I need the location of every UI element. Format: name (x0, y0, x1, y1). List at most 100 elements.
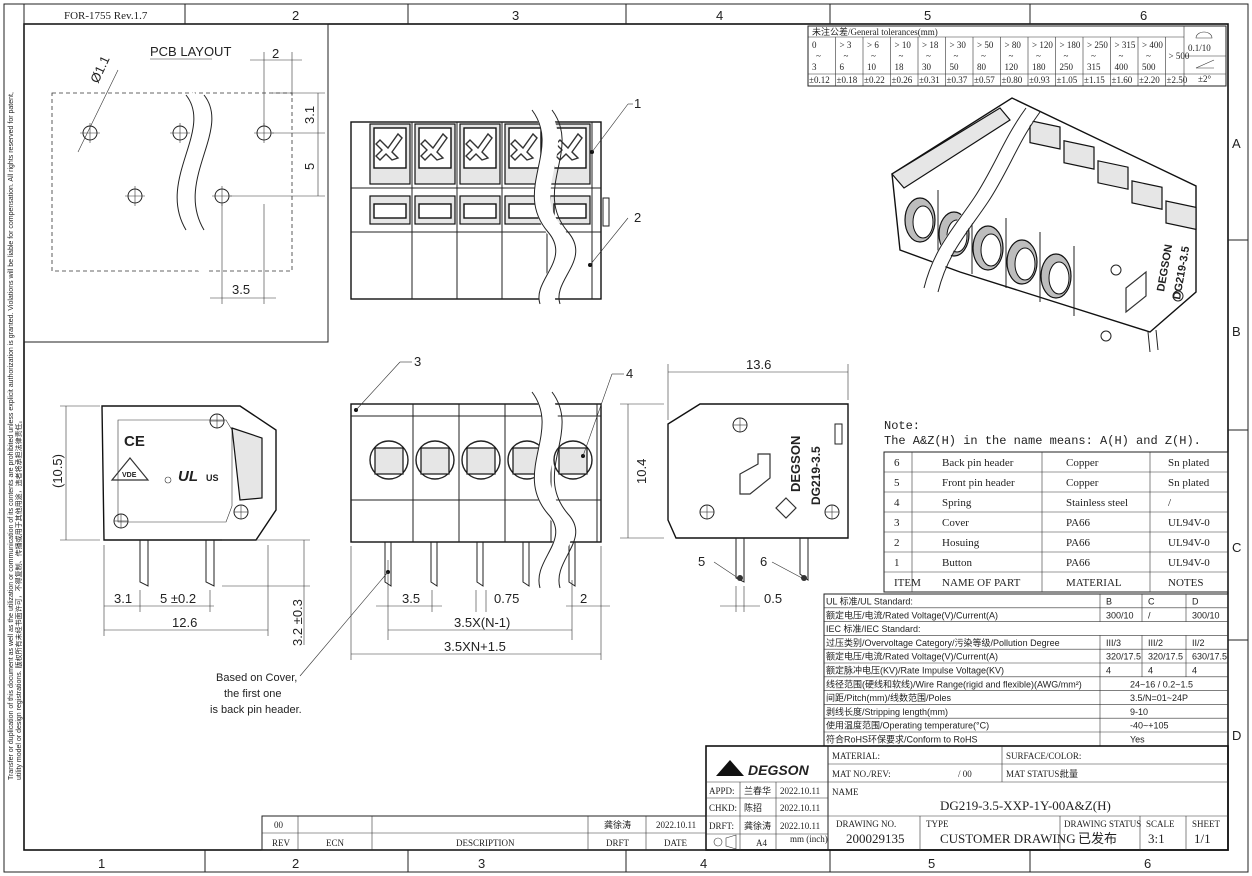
zone-bottom-5: 5 (928, 856, 935, 871)
part-material: PA66 (1066, 537, 1091, 549)
tolerance-table: 未注公差/General tolerances(mm) 0~3±0.12> 3~… (807, 25, 1227, 87)
side-view-left: CE VDE UL US (10.5) 3.1 5 ±0.2 12.6 3.2 … (50, 405, 310, 646)
tolerance-value: ±0.37 (947, 75, 968, 85)
tolerance-value: ±1.15 (1084, 75, 1105, 85)
us-mark: US (206, 473, 219, 483)
tolerance-range-high: 18 (895, 62, 905, 72)
tb-scale-label: SCALE (1146, 819, 1175, 829)
part-notes: UL94V-0 (1168, 557, 1210, 569)
part-name: Spring (942, 497, 972, 509)
tolerance-range-low: > 315 (1115, 40, 1136, 50)
iso-pole (1040, 200, 1197, 316)
spec-label: 符合RoHS环保要求/Conform to RoHS (826, 734, 978, 745)
rev-header-ecn: ECN (326, 838, 345, 848)
pcb-dim-hole: Ø1.1 (87, 53, 113, 85)
tolerance-range-low: 0 (812, 40, 817, 50)
zone-top-2: 2 (292, 8, 299, 23)
tolerance-range-tilde: ~ (926, 51, 931, 61)
tolerance-range-high: 3 (812, 62, 817, 72)
part-name: Button (942, 557, 972, 569)
spec-value: 4 (1148, 666, 1153, 676)
spec-label: 剥线长度/Stripping length(mm) (826, 706, 948, 717)
part-item: 5 (894, 477, 900, 489)
tolerance-value: ±1.60 (1112, 75, 1133, 85)
top-view-pole (369, 122, 413, 299)
part-material: PA66 (1066, 517, 1091, 529)
pcb-hole (170, 123, 190, 143)
tb-drft-label: DRFT: (709, 821, 734, 831)
part-material: Copper (1066, 477, 1099, 489)
part-material: PA66 (1066, 557, 1091, 569)
tb-drft-name: 龚徐涛 (744, 820, 771, 831)
title-block: DEGSON MATERIAL: SURFACE/COLOR: MAT NO./… (705, 745, 1229, 851)
part-item: 6 (894, 457, 900, 469)
tolerance-range-high: 315 (1087, 62, 1101, 72)
top-view-pole (414, 122, 458, 299)
tolerance-range-high: 6 (840, 62, 845, 72)
rev-header-date: DATE (664, 838, 687, 848)
tolerance-range-tilde: ~ (1091, 51, 1096, 61)
part-name: NAME OF PART (942, 577, 1021, 589)
zone-bottom-2: 2 (292, 856, 299, 871)
spec-value: 3.5/N=01~24P (1130, 693, 1188, 703)
side-view-right: DEGSON DG219-3.5 13.6 10.4 5 6 0.5 (620, 357, 849, 612)
tolerance-range-tilde: ~ (871, 51, 876, 61)
part-material: Copper (1066, 457, 1099, 469)
part-notes: UL94V-0 (1168, 537, 1210, 549)
right-dim-10-4: 10.4 (634, 459, 649, 484)
rev-header-drft: DRFT (606, 838, 630, 848)
ul-mark: UL (178, 468, 198, 485)
tb-sheet-label: SHEET (1192, 819, 1221, 829)
front-view: 3 4 3.5 0.75 2 3.5X(N-1) 3.5XN+1.5 Based… (210, 354, 633, 716)
zone-top-4: 4 (716, 8, 723, 23)
projection-symbol (713, 834, 737, 850)
specs-table-row: 使用温度范围/Operating temperature(°C)-40~+105 (826, 718, 1169, 732)
tb-mat-status-label: MAT STATUS: (1006, 769, 1062, 779)
pcb-title: PCB LAYOUT (150, 44, 231, 59)
pcb-dim-5: 5 (302, 163, 317, 170)
spec-label: UL 标准/UL Standard: (826, 596, 913, 607)
tolerance-value: ±0.12 (809, 75, 830, 85)
tolerance-range-tilde: ~ (954, 51, 959, 61)
front-view-pole (461, 404, 506, 587)
tolerance-value: ±1.05 (1057, 75, 1078, 85)
zone-bottom-3: 3 (478, 856, 485, 871)
zone-right-a: A (1232, 136, 1241, 151)
tolerance-range-high: 10 (867, 62, 877, 72)
tb-appd-label: APPD: (709, 786, 735, 796)
tolerance-range-high: 250 (1060, 62, 1074, 72)
note-block: Note: The A&Z(H) in the name means: A(H)… (884, 419, 1201, 448)
tolerance-range-tilde: ~ (899, 51, 904, 61)
top-view: 1 2 (350, 96, 641, 307)
spec-value: -40~+105 (1130, 721, 1169, 731)
spec-value: 9-10 (1130, 707, 1148, 717)
tb-name: DG219-3.5-XXP-1Y-00A&Z(H) (940, 798, 1111, 813)
tb-matno-rev: / 00 (958, 769, 972, 779)
part-material: MATERIAL (1066, 577, 1122, 589)
zone-strip-bottom: 1 2 3 4 5 6 (98, 850, 1151, 872)
side-dim-12-6: 12.6 (172, 615, 197, 630)
cover-note-1: Based on Cover, (216, 672, 297, 684)
degson-logo: DEGSON (716, 760, 810, 778)
part-notes: NOTES (1168, 577, 1203, 589)
part-name: Hosuing (942, 537, 980, 549)
rev-header-rev: REV (272, 838, 291, 848)
tolerance-value: ±0.93 (1029, 75, 1050, 85)
front-view-pole (553, 404, 598, 587)
form-code: FOR-1755 Rev.1.7 (64, 10, 148, 22)
pcb-hole (212, 186, 232, 206)
tolerance-value: ±0.18 (837, 75, 858, 85)
spec-label: 额定脉冲电压(KV)/Rate Impulse Voltage(KV) (826, 665, 1004, 676)
tb-unit: mm (inch) (790, 834, 828, 844)
tolerance-title: 未注公差/General tolerances(mm) (812, 26, 938, 37)
side-notice-line-1: Transfer or duplication of this document… (8, 92, 15, 780)
part-item: 3 (894, 517, 900, 529)
rev-drft: 龚徐涛 (604, 819, 631, 830)
right-brand: DEGSON (788, 436, 803, 492)
